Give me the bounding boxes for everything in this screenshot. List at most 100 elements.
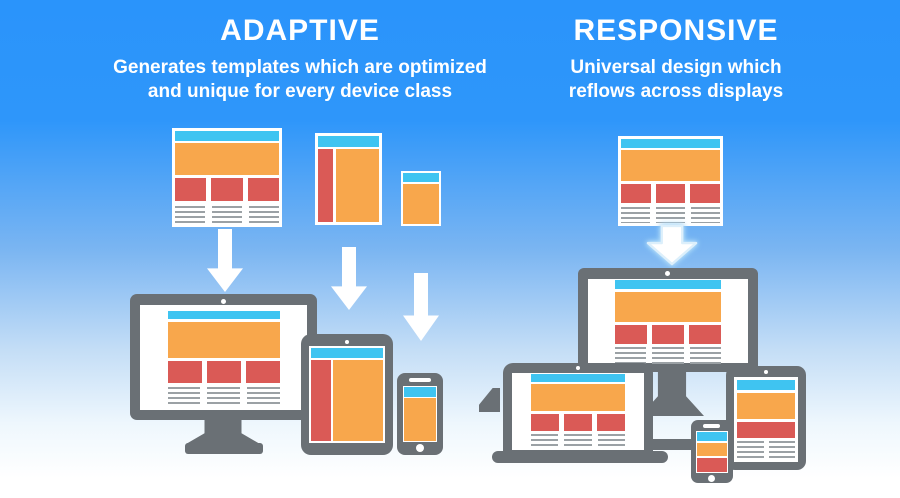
text-column [597,434,625,446]
content-box [615,325,647,344]
header-bar [621,139,720,148]
main-block [336,149,379,222]
responsive-smartphone [691,420,733,483]
content-box [597,414,625,431]
text-lines [167,387,280,406]
header-bar [167,311,280,319]
responsive-header: RESPONSIVE Universal design which reflow… [520,14,832,104]
down-arrow-icon [403,273,439,341]
adaptive-subtitle: Generates templates which are optimized … [90,56,510,104]
header-bar [615,280,721,289]
content-box [245,361,280,383]
text-column [656,207,685,223]
monitor-screen [140,305,307,410]
adaptive-subtitle-line2: and unique for every device class [147,81,453,103]
content-boxes [615,325,721,344]
tablet-screen [734,377,798,462]
header-bar [403,173,439,182]
monitor-base [628,439,716,450]
page-content [531,374,625,446]
template-body [318,149,379,222]
responsive-tablet [726,366,806,470]
page-content [167,311,280,406]
monitor-stand [186,420,260,444]
content-box [564,414,592,431]
text-column [737,441,764,459]
content-box [690,184,721,203]
text-column [531,434,559,446]
hero-block [615,292,721,322]
tablet-screen [309,346,385,443]
down-arrow-icon [207,229,243,292]
header-bar [737,380,795,390]
speaker-slot-icon [409,378,431,382]
main-block [404,398,436,441]
content-box [167,361,202,383]
text-lines [737,441,795,459]
header-bar [175,131,279,141]
text-column [167,387,201,406]
adaptive-tablet-template [315,133,382,225]
adaptive-title: ADAPTIVE [220,14,380,47]
content-box [737,422,795,438]
monitor-stand-foot [479,388,500,412]
content-box [655,184,686,203]
adaptive-tablet [301,334,393,455]
home-button-icon [708,475,715,482]
header-bar [311,348,383,358]
header-bar [404,387,436,397]
responsive-subtitle-line2: reflows across displays [568,81,784,103]
phone-screen [696,431,728,473]
monitor-base [185,443,263,454]
content-boxes [167,361,280,383]
header-bar [531,374,625,382]
content-box [211,178,243,201]
hero-block [167,322,280,358]
text-column [564,434,592,446]
camera-dot-icon [576,366,580,370]
glow-down-arrow-icon [646,224,698,266]
content-box [206,361,241,383]
content-box [175,178,207,201]
text-column [246,387,280,406]
responsive-subtitle-line1: Universal design which [570,57,782,78]
main-block [333,360,383,441]
content-box [531,414,559,431]
camera-dot-icon [764,370,768,374]
sidebar-block [311,360,331,441]
text-lines [615,347,721,364]
content-box [652,325,684,344]
home-button-icon [416,444,424,452]
text-column [615,347,647,364]
monitor-screen [588,279,748,364]
hero-block [737,393,795,419]
sidebar-block [318,149,333,222]
text-column [212,206,242,224]
adaptive-desktop-template [172,128,282,227]
camera-dot-icon [345,340,349,344]
page-content [615,280,721,364]
content-box [247,178,279,201]
content-box [689,325,721,344]
text-column [249,206,279,224]
camera-dot-icon [665,271,670,276]
phone-screen [403,386,437,442]
header-bar [318,136,379,147]
down-arrow-icon [331,247,367,310]
adaptive-subtitle-line1: Generates templates which are optimized [113,57,487,78]
text-lines [175,206,279,224]
hero-block [175,143,279,175]
text-column [768,441,795,459]
speaker-slot-icon [703,424,720,428]
content-boxes [531,414,625,431]
content-box [621,184,651,203]
adaptive-header: ADAPTIVE Generates templates which are o… [90,14,510,104]
laptop-base [492,451,668,463]
responsive-subtitle: Universal design which reflows across di… [520,56,832,104]
content-box [697,458,727,472]
main-block [403,184,439,224]
content-boxes [175,178,279,201]
content-boxes [621,184,721,203]
hero-block [531,384,625,411]
